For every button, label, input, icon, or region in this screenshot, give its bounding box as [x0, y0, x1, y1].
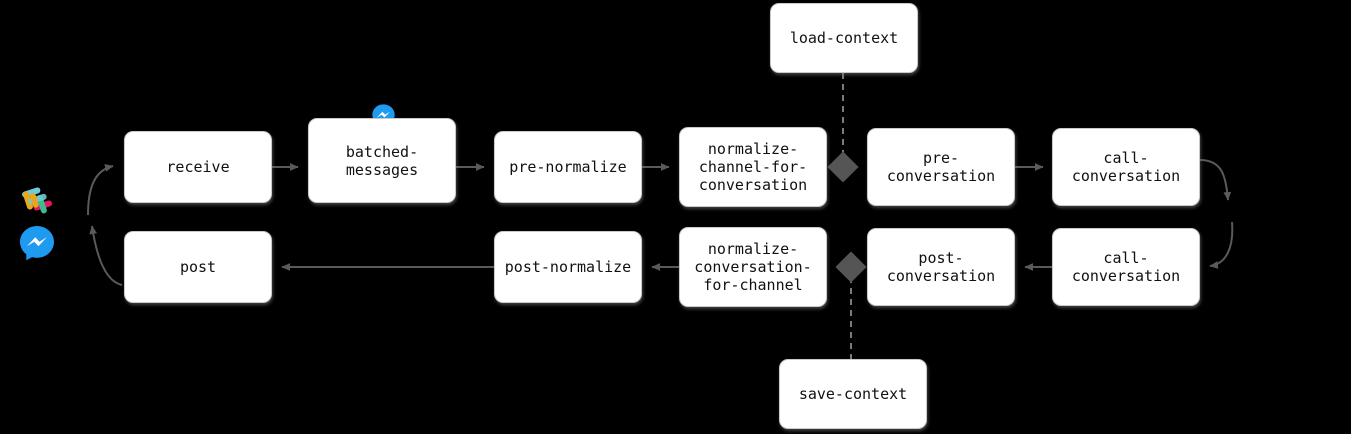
- node-post-conversation[interactable]: post- conversation: [867, 228, 1015, 306]
- edge-source-to-receive: [87, 164, 114, 216]
- node-post-normalize[interactable]: post-normalize: [494, 231, 642, 303]
- node-call-conversation-top[interactable]: call- conversation: [1052, 128, 1200, 206]
- node-post[interactable]: post: [124, 231, 272, 303]
- node-batched-messages[interactable]: batched- messages: [308, 118, 456, 203]
- node-call-conversation-bottom[interactable]: call- conversation: [1052, 228, 1200, 306]
- messenger-icon: [18, 224, 56, 266]
- edge-callconversation-top-wrap: [1199, 159, 1232, 201]
- node-load-context[interactable]: load-context: [770, 3, 918, 73]
- node-pre-normalize[interactable]: pre-normalize: [494, 131, 642, 203]
- node-normalize-channel-for-conversation[interactable]: normalize- channel-for- conversation: [679, 127, 827, 207]
- edge-wrap-to-callconversation-bottom: [1209, 221, 1234, 269]
- slack-icon: [18, 180, 56, 222]
- node-normalize-conversation-for-channel[interactable]: normalize- conversation- for-channel: [679, 227, 827, 307]
- node-receive[interactable]: receive: [124, 131, 272, 203]
- node-save-context[interactable]: save-context: [779, 359, 927, 429]
- edge-post-to-source: [89, 225, 123, 286]
- pre-conversation-gate: [827, 151, 859, 183]
- post-conversation-gate: [835, 251, 867, 283]
- node-pre-conversation[interactable]: pre- conversation: [867, 128, 1015, 206]
